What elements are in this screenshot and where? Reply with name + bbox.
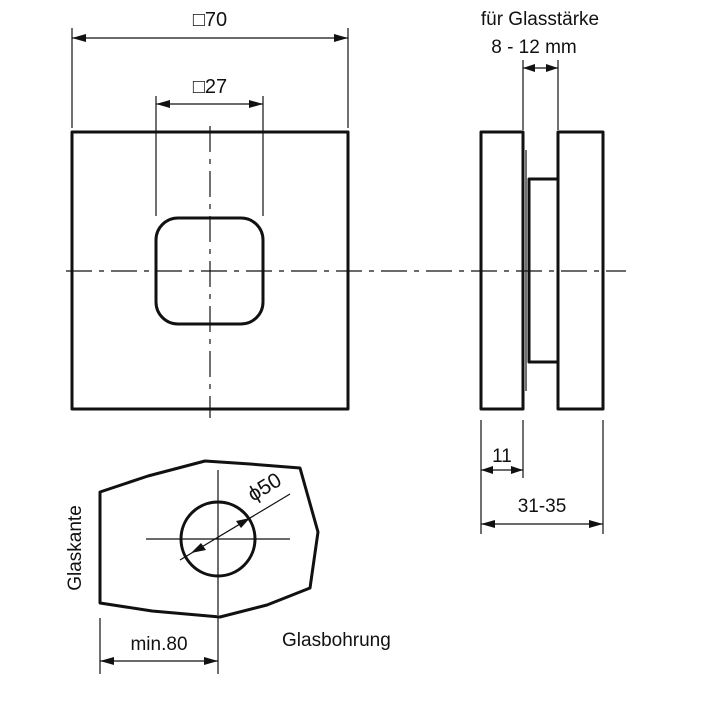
- glass-detail: [98, 459, 320, 619]
- outer-size-label: □70: [193, 9, 227, 31]
- hole-diameter-dimension: ϕ50: [179, 469, 291, 561]
- inner-size-label: □27: [193, 76, 227, 98]
- glass-hole-label: Glasbohrung: [282, 630, 391, 651]
- glass-pane-outline: [98, 459, 320, 619]
- plate-thickness-dimension: 11: [480, 420, 524, 534]
- outer-size-dimension: □70: [71, 9, 349, 128]
- side-glass-spacer: [527, 177, 560, 364]
- glass-edge-label: Glaskante: [65, 505, 86, 591]
- inner-size-dimension: □27: [155, 76, 264, 216]
- glass-thickness-dimension: für Glasstärke 8 - 12 mm: [481, 9, 599, 130]
- glass-thickness-label-line2: 8 - 12 mm: [491, 37, 577, 58]
- plate-thickness-label: 11: [492, 446, 512, 467]
- edge-distance-dimension: min.80: [99, 618, 219, 674]
- edge-distance-label: min.80: [130, 634, 187, 655]
- total-depth-dimension: 31-35: [481, 420, 604, 534]
- side-view: [479, 130, 605, 411]
- glass-thickness-label-line1: für Glasstärke: [481, 9, 599, 30]
- front-view: [70, 126, 350, 418]
- total-depth-label: 31-35: [518, 496, 567, 517]
